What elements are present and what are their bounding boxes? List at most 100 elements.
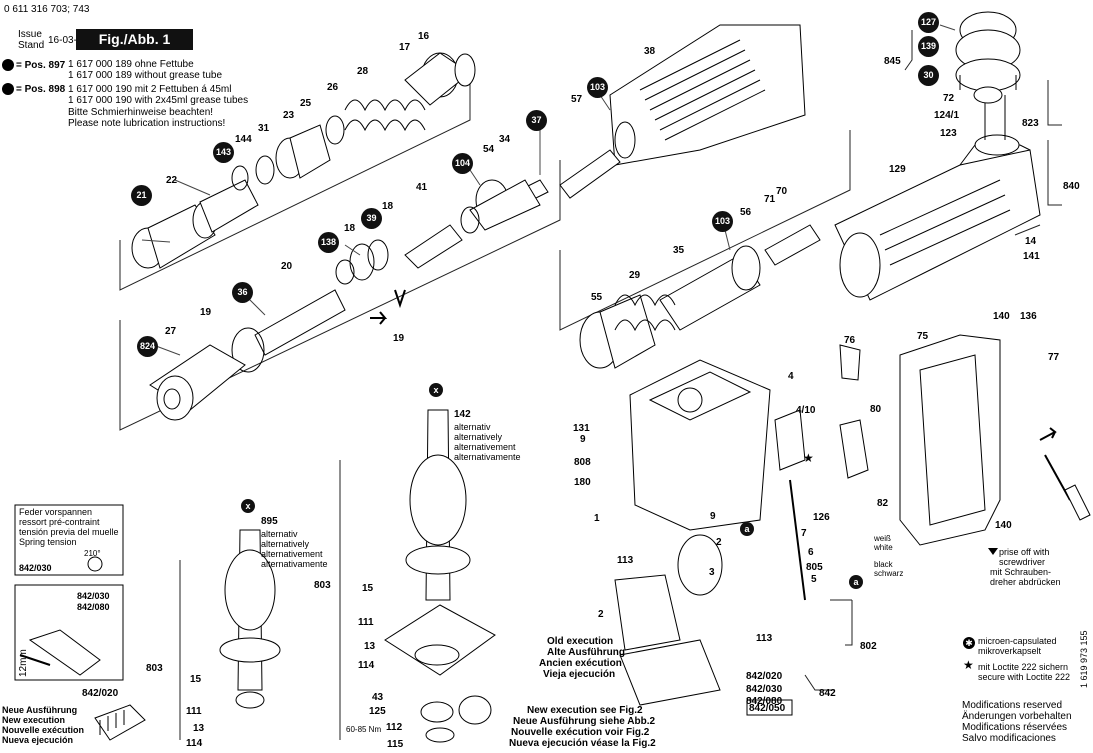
label-34: 34: [499, 134, 511, 145]
lube-note-en: Please note lubrication instructions!: [68, 118, 226, 129]
label-144: 144: [235, 134, 252, 145]
label-114-left: 114: [186, 738, 203, 749]
footer-mod-1: Modifications reserved: [962, 700, 1063, 711]
label-9b: 9: [710, 511, 716, 522]
see-fig2-4: Nueva ejecución véase la Fig.2: [509, 738, 656, 749]
label-72: 72: [943, 93, 955, 104]
label-57: 57: [571, 94, 583, 105]
new-exec-1: Neue Ausführung: [2, 705, 78, 715]
label-895: 895: [261, 516, 278, 527]
label-31: 31: [258, 123, 270, 134]
armature-center: [405, 409, 471, 601]
label-136: 136: [1020, 311, 1037, 322]
label-842-030: 842/030: [746, 684, 783, 695]
new-exec-4: Nueva ejecución: [2, 735, 74, 745]
footer-mod-2: Änderungen vorbehalten: [962, 711, 1072, 722]
label-111-center: 111: [358, 617, 374, 628]
label-55: 55: [591, 292, 603, 303]
old-exec-4: Vieja ejecución: [543, 669, 616, 680]
legend-loctite-2: secure with Loctite 222: [978, 672, 1071, 682]
spring-note-4: Spring tension: [19, 537, 77, 547]
badge-30: 30: [918, 65, 939, 86]
footer-mod-4: Salvo modificaciones: [962, 733, 1056, 744]
label-77: 77: [1048, 352, 1060, 363]
old-exec-1: Old execution: [547, 636, 614, 647]
flange-19: [149, 344, 246, 421]
cover-75: [899, 334, 1001, 546]
prise-4: dreher abdrücken: [990, 577, 1061, 587]
label-111-left: 111: [186, 706, 202, 717]
arrow-down-icon: [988, 548, 998, 555]
issue-date: 16-03-30: [48, 35, 89, 46]
badge-104: 104: [452, 153, 473, 174]
lube-note-de: Bitte Schmierhinweise beachten!: [68, 107, 214, 118]
pos898-line-a: 1 617 000 190 mit 2 Fettuben á 45ml: [68, 84, 232, 95]
badge-37: 37: [526, 110, 547, 131]
label-802: 802: [860, 641, 877, 652]
pos897-line-a: 1 617 000 189 ohne Fettube: [68, 59, 194, 70]
alt-left-4: alternativamente: [261, 559, 328, 569]
part-number: 0 611 316 703; 743: [4, 4, 90, 15]
spring-p1: 842/030: [77, 591, 110, 601]
pos898-dot-icon: [2, 83, 14, 95]
pos898-line-b: 1 617 000 190 with 2x45ml grease tubes: [68, 95, 249, 106]
alt-left-1: alternativ: [261, 529, 298, 539]
label-41: 41: [416, 182, 428, 193]
wire-black-de: schwarz: [874, 569, 904, 578]
label-35: 35: [673, 245, 685, 256]
wire-black-en: black: [874, 560, 893, 569]
label-25: 25: [300, 98, 312, 109]
label-82: 82: [877, 498, 889, 509]
label-845: 845: [884, 56, 901, 67]
label-842: 842: [819, 688, 836, 699]
new-exec-part: 842/020: [82, 688, 119, 699]
label-2-right: 2: [716, 537, 722, 548]
x-mark-left: x: [241, 499, 255, 513]
alt-top-3: alternativement: [454, 442, 516, 452]
label-17: 17: [399, 42, 411, 53]
label-180: 180: [574, 477, 591, 488]
tool-holder-shape: [131, 179, 259, 269]
badge-824: 824: [137, 336, 158, 357]
label-9a: 9: [580, 434, 586, 445]
spring-dim: 12mm: [18, 649, 29, 677]
prise-1: prise off with: [999, 547, 1050, 557]
label-4-10: 4/10: [796, 405, 816, 416]
label-13-center: 13: [364, 641, 376, 652]
badge-127: 127: [918, 12, 939, 33]
label-141: 141: [1023, 251, 1040, 262]
label-142: 142: [454, 409, 471, 420]
issue-label: Issue: [18, 29, 42, 40]
label-803-left: 803: [146, 663, 163, 674]
wire-white-de: weiß: [874, 534, 891, 543]
label-840: 840: [1063, 181, 1080, 192]
label-808: 808: [574, 457, 591, 468]
see-fig2-1: New execution see Fig.2: [527, 705, 643, 716]
label-842-080: 842/080: [746, 696, 783, 707]
label-6: 6: [808, 547, 814, 558]
see-fig2-2: Neue Ausführung siehe Abb.2: [513, 716, 656, 727]
see-fig2-3: Nouvelle exécution voir Fig.2: [511, 727, 650, 738]
prise-2: screwdriver: [999, 557, 1046, 567]
label-1: 1: [594, 513, 600, 524]
gear-housing-840: [834, 95, 1041, 301]
label-71: 71: [764, 194, 776, 205]
label-115: 115: [387, 739, 404, 750]
badge-36: 36: [232, 282, 253, 303]
label-19b: 19: [393, 333, 405, 344]
armature-left: [219, 529, 281, 709]
old-exec-2: Alte Ausführung: [547, 647, 625, 658]
label-80: 80: [870, 404, 882, 415]
wire-mark-a-bottom: a: [849, 575, 863, 589]
spring-note-2: ressort pré-contraint: [19, 517, 100, 527]
loctite-star-marker-icon: ★: [803, 451, 814, 465]
label-113-top: 113: [617, 555, 634, 566]
torque-value: 60-85 Nm: [346, 725, 382, 734]
wire-mark-a-top: a: [740, 522, 754, 536]
label-140b: 140: [995, 520, 1012, 531]
label-70: 70: [776, 186, 788, 197]
label-28: 28: [357, 66, 369, 77]
label-29: 29: [629, 270, 641, 281]
